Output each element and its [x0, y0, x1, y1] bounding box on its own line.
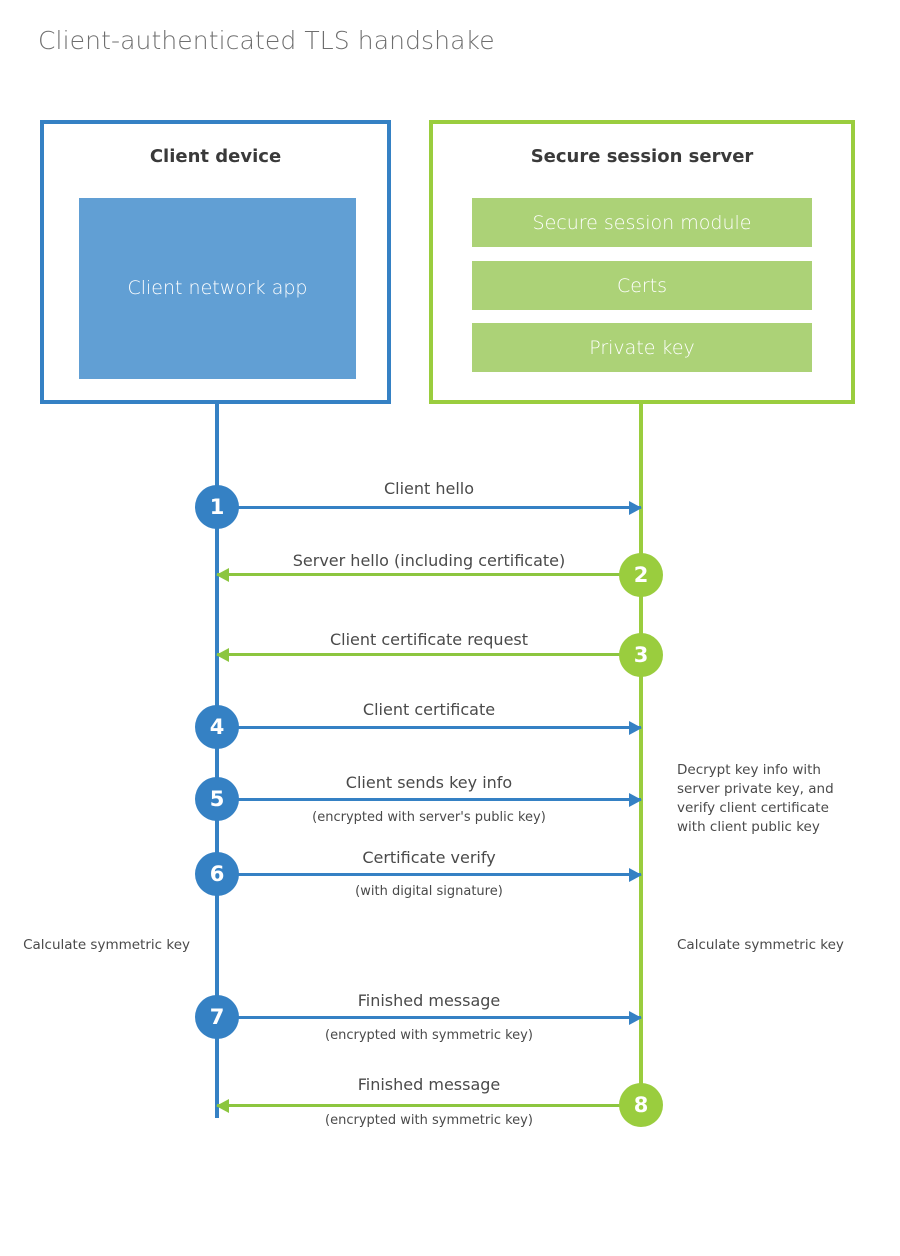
arrow-head-icon: [629, 720, 642, 735]
step-badge-6[interactable]: 6: [195, 852, 239, 896]
message-8-arrow: [216, 1098, 641, 1113]
message-4-label: Client certificate: [362, 700, 496, 719]
message-2-label: Server hello (including certificate): [292, 551, 566, 570]
arrow-head-icon: [216, 647, 229, 662]
arrow-head-icon: [629, 500, 642, 515]
client-network-app-block: Client network app: [79, 198, 356, 379]
arrow-head-icon: [629, 1010, 642, 1025]
message-4-arrow: [217, 720, 642, 735]
server-lifeline: [639, 400, 643, 1107]
secure-session-server-title: Secure session server: [530, 146, 754, 167]
arrow-head-icon: [629, 867, 642, 882]
secure-session-server-box: Secure session server Secure session mod…: [429, 120, 855, 404]
arrow-head-icon: [216, 567, 229, 582]
message-2-arrow: [216, 567, 641, 582]
step-badge-3[interactable]: 3: [619, 633, 663, 677]
step-badge-7[interactable]: 7: [195, 995, 239, 1039]
message-1-label: Client hello: [383, 479, 475, 498]
server-component-private-key: Private key: [472, 323, 812, 372]
step-badge-2[interactable]: 2: [619, 553, 663, 597]
message-6-arrow: [217, 867, 642, 882]
message-7-sublabel: (encrypted with symmetric key): [325, 1028, 533, 1043]
step-badge-1[interactable]: 1: [195, 485, 239, 529]
message-5-sublabel: (encrypted with server's public key): [312, 810, 546, 825]
message-5-label: Client sends key info: [345, 773, 513, 792]
arrow-head-icon: [216, 1098, 229, 1113]
server-component-certs: Certs: [472, 261, 812, 310]
message-6-sublabel: (with digital signature): [355, 884, 503, 899]
step-badge-4[interactable]: 4: [195, 705, 239, 749]
message-7-arrow: [217, 1010, 642, 1025]
arrow-head-icon: [629, 792, 642, 807]
message-8-sublabel: (encrypted with symmetric key): [325, 1113, 533, 1128]
message-6-label: Certificate verify: [362, 848, 496, 867]
message-3-label: Client certificate request: [329, 630, 529, 649]
server-component-secure-session-module: Secure session module: [472, 198, 812, 247]
client-lifeline: [215, 400, 219, 1118]
message-1-arrow: [217, 500, 642, 515]
page-title: Client-authenticated TLS handshake: [38, 26, 495, 55]
step-badge-5[interactable]: 5: [195, 777, 239, 821]
step-badge-8[interactable]: 8: [619, 1083, 663, 1127]
client-device-box: Client device Client network app: [40, 120, 391, 404]
message-8-label: Finished message: [357, 1075, 501, 1094]
message-7-label: Finished message: [357, 991, 501, 1010]
message-3-arrow: [216, 647, 641, 662]
server-note-calculate-symmetric-key: Calculate symmetric key: [677, 937, 844, 953]
client-device-title: Client device: [149, 146, 282, 167]
server-note-decrypt: Decrypt key info with server private key…: [677, 762, 834, 836]
message-5-arrow: [217, 792, 642, 807]
client-note-calculate-symmetric-key: Calculate symmetric key: [23, 937, 190, 953]
